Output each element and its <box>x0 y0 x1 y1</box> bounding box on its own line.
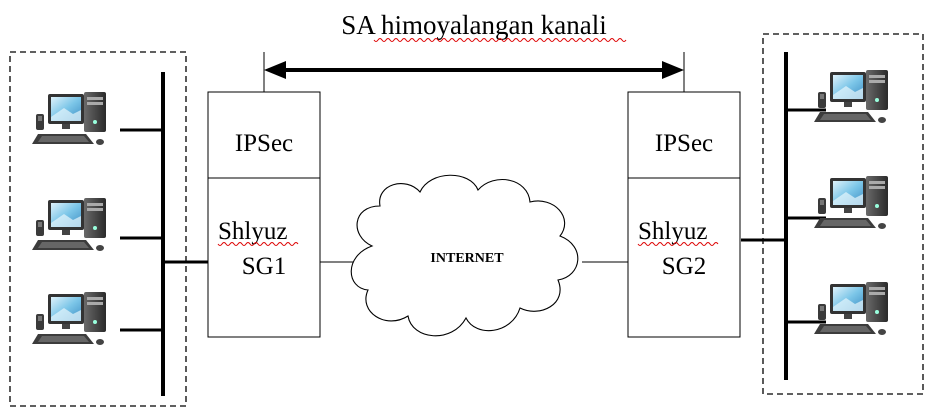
desktop-computer-icon <box>32 198 106 251</box>
gateway-sg2-name: SG2 <box>662 253 706 280</box>
desktop-computer-icon <box>814 282 888 335</box>
right-network-group <box>762 33 924 395</box>
gateway-sg1-label: Shlyuz <box>218 218 287 245</box>
desktop-computer-icon <box>32 292 106 345</box>
gateway-sg2-box <box>627 91 741 338</box>
spellcheck-underline <box>373 38 627 42</box>
arrowhead-left-icon <box>264 61 286 79</box>
gateway-sg1-name: SG1 <box>242 253 286 280</box>
desktop-computer-icon <box>814 70 888 123</box>
arrowhead-right-icon <box>662 61 684 79</box>
gateway-sg2-protocol: IPSec <box>655 130 713 157</box>
internet-label: INTERNET <box>430 251 504 266</box>
desktop-computer-icon <box>32 92 106 145</box>
gateway-sg1-protocol: IPSec <box>235 130 293 157</box>
spellcheck-underline <box>217 242 299 246</box>
sa-channel-title: SA himoyalangan kanali <box>341 10 606 40</box>
desktop-computer-icon <box>814 176 888 229</box>
left-network-group <box>9 51 187 407</box>
spellcheck-underline <box>637 242 719 246</box>
cloud-icon <box>350 174 579 337</box>
gateway-sg2-label: Shlyuz <box>638 218 707 245</box>
gateway-sg1-box <box>207 91 321 338</box>
